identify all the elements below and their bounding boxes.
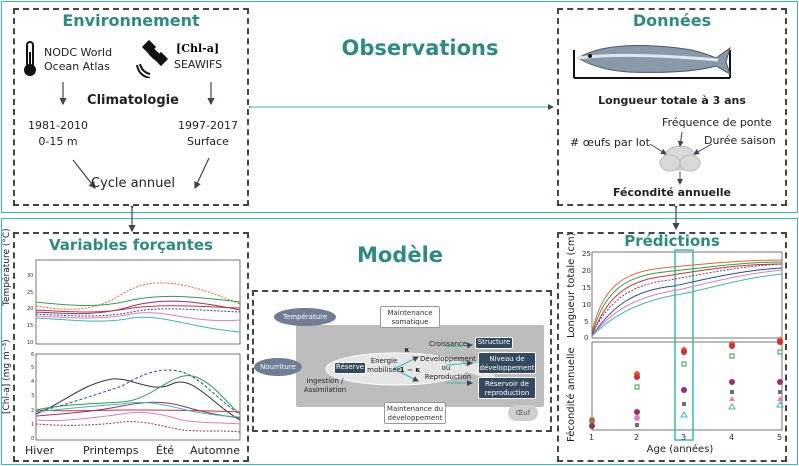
right-depth: Surface: [187, 135, 229, 148]
variables-title: Variables forçantes: [49, 236, 213, 254]
developpement-label: Développement: [420, 355, 476, 363]
croissance-label: Croissance: [428, 340, 467, 348]
svg-text:10: 10: [582, 301, 591, 309]
observations-title: Observations: [341, 36, 499, 60]
pred-ylabel-top: Longueur totale (cm): [566, 232, 577, 338]
svg-text:1: 1: [31, 422, 34, 428]
season-printemps: Printemps: [83, 444, 139, 457]
anchovy-fish-icon: [573, 45, 731, 79]
energie-label: Energie mobilisée: [367, 357, 401, 374]
cycle-annuel-label: Cycle annuel: [91, 176, 175, 191]
top-band: [1, 1, 798, 213]
left-depth: 0-15 m: [38, 135, 78, 148]
season-automne: Automne: [190, 444, 240, 457]
donnees-panel: [557, 8, 787, 206]
thermometer-icon: [24, 41, 36, 76]
svg-text:3: 3: [681, 433, 686, 442]
fecondite-label: Fécondité annuelle: [612, 186, 731, 199]
environnement-title: Environnement: [62, 11, 200, 30]
oeufs-label: # œufs par lot: [570, 136, 650, 149]
satellite-icon: [136, 39, 169, 78]
bottom-band: [1, 218, 798, 465]
niveau-box: Niveau de développement: [478, 352, 536, 374]
temperature-node: Température: [274, 308, 336, 326]
reserve-box: Réserve: [334, 362, 366, 374]
svg-text:15: 15: [27, 323, 33, 329]
maintenance-dev-box: Maintenance du développement: [384, 402, 446, 424]
reproduction-label: Reproduction: [424, 373, 472, 381]
season-hiver: Hiver: [25, 444, 55, 457]
svg-text:30: 30: [27, 273, 33, 279]
source-chl: [Chl-a]: [176, 42, 220, 55]
forcing-plots: 10 15 20 25 30 0 1 2 3 4 5 6: [27, 259, 241, 442]
structure-box: Structure: [475, 337, 513, 349]
svg-text:15: 15: [582, 284, 591, 292]
nourriture-node: Nourriture: [254, 358, 302, 376]
temp-axis-label: Température (°C): [2, 228, 12, 306]
ingestion-label: Ingestion / Assimilation: [303, 377, 347, 394]
svg-text:5: 5: [777, 433, 782, 442]
ou-label: ou: [441, 364, 451, 372]
maintenance-somatique-box: Maintenance somatique: [380, 306, 440, 328]
predictions-title: Prédictions: [624, 232, 720, 250]
environnement-panel: [13, 8, 249, 206]
right-period: 1997-2017: [178, 119, 238, 132]
frequence-label: Fréquence de ponte: [662, 116, 772, 129]
svg-text:3: 3: [31, 393, 34, 399]
svg-text:25: 25: [582, 250, 591, 258]
oeuf-cloud: Œuf: [508, 405, 538, 421]
left-period: 1981-2010: [28, 119, 88, 132]
donnees-title: Données: [632, 11, 712, 30]
longueur-label: Longueur totale à 3 ans: [598, 94, 746, 107]
reservoir-box: Réservoir de reproduction: [478, 377, 536, 399]
climatologie-label: Climatologie: [87, 93, 179, 108]
one-minus-kappa-label: 1 − κ: [399, 366, 421, 374]
fecundity-cloud-icon: [649, 131, 713, 185]
svg-text:6: 6: [31, 352, 34, 358]
kappa-label: κ: [404, 346, 410, 354]
predictions-plots: 0 5 10 15 20 25: [582, 249, 784, 442]
season-ete: Été: [156, 444, 175, 457]
svg-text:5: 5: [584, 318, 588, 326]
modele-title: Modèle: [356, 243, 444, 267]
chl-axis-label: [Chl-a] (mg m⁻³): [2, 339, 12, 414]
svg-text:5: 5: [31, 365, 34, 371]
svg-text:0: 0: [31, 436, 34, 442]
svg-text:20: 20: [582, 267, 591, 275]
svg-text:4: 4: [729, 433, 734, 442]
svg-text:10: 10: [27, 340, 33, 346]
env-arrows: [59, 82, 215, 190]
svg-text:20: 20: [27, 306, 33, 312]
svg-text:1: 1: [589, 433, 594, 442]
svg-text:2: 2: [634, 433, 639, 442]
source-seawifs: SEAWIFS: [174, 58, 223, 71]
svg-text:25: 25: [27, 290, 33, 296]
svg-text:2: 2: [31, 408, 34, 414]
pred-xlabel: Age (années): [646, 444, 714, 455]
svg-text:0: 0: [584, 334, 588, 342]
duree-label: Durée saison: [704, 134, 776, 147]
svg-text:4: 4: [31, 379, 34, 385]
source-nodc: NODC World Ocean Atlas: [44, 46, 113, 73]
pred-ylabel-bottom: Fécondité annuelle: [566, 347, 577, 442]
